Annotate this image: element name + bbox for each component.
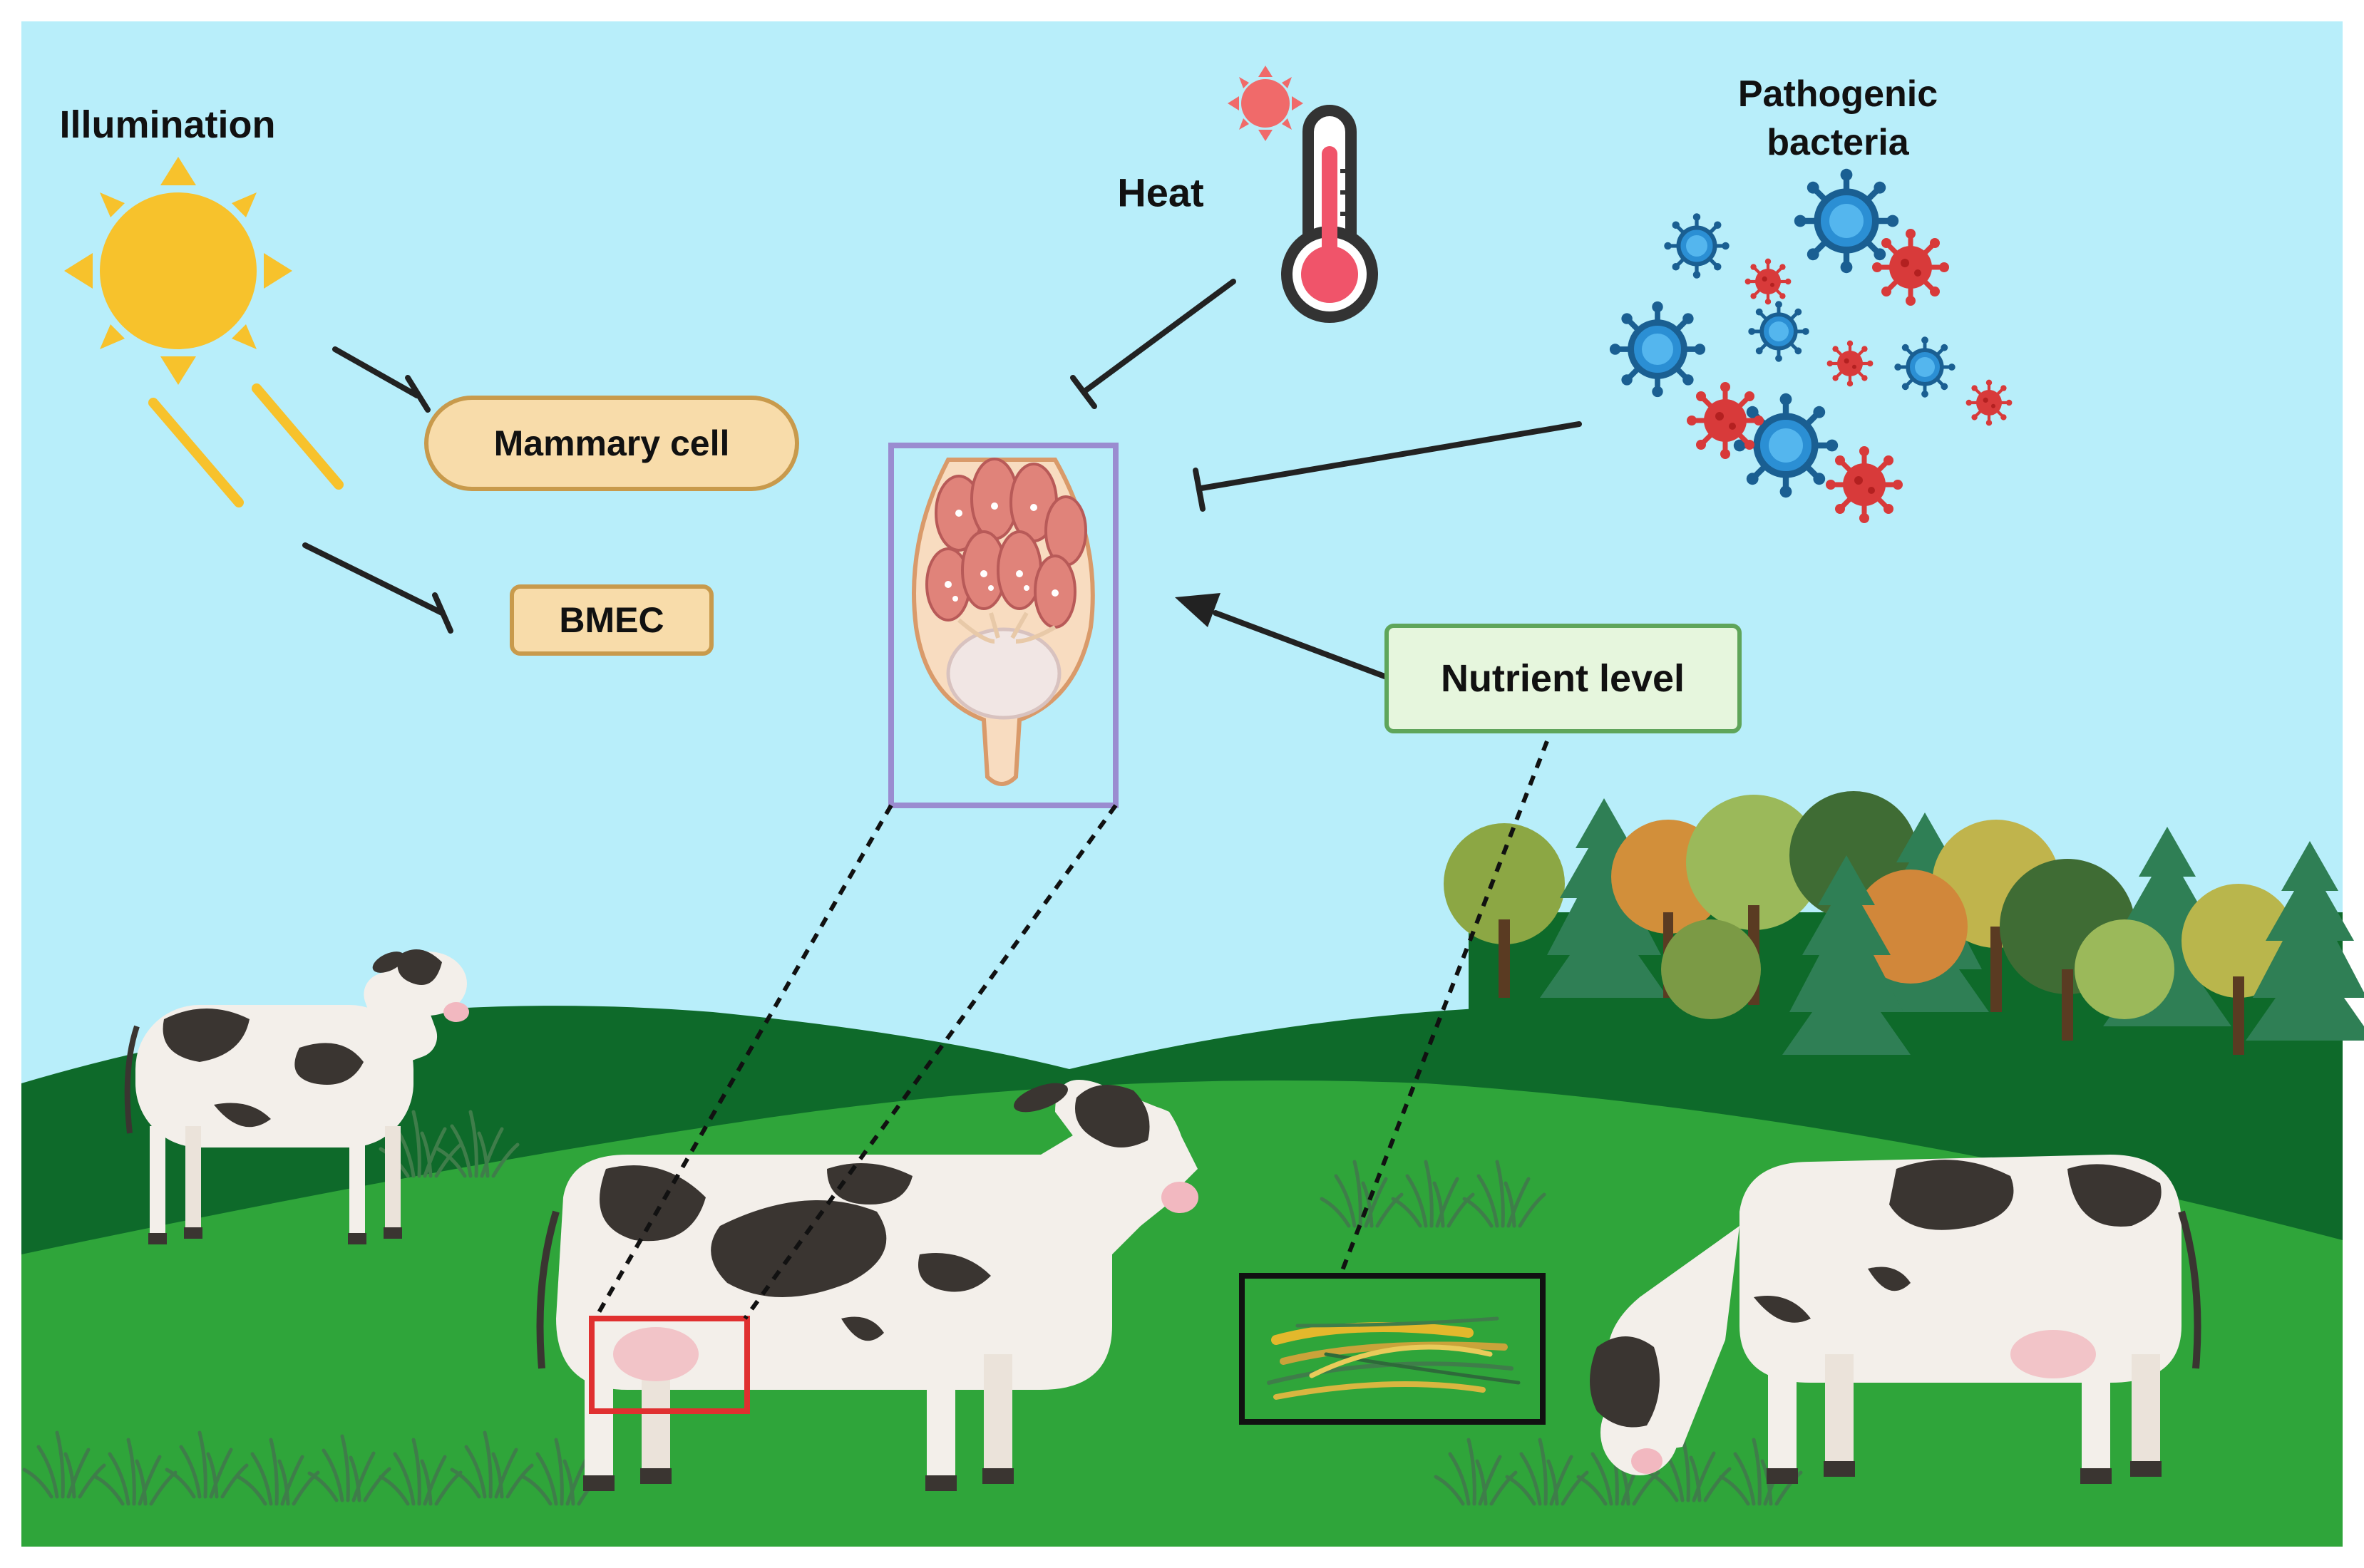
heat-inhibition-arrow: [1070, 279, 1236, 409]
mammary-gland-illustration: [888, 443, 1119, 808]
bmec-box: BMEC: [510, 584, 714, 656]
mammary-cell-box: Mammary cell: [424, 396, 799, 491]
forest: [1444, 791, 2364, 1083]
bmec-label: BMEC: [559, 600, 664, 640]
sun-icon: [64, 157, 344, 507]
grass-highlight-box: [1239, 1273, 1546, 1425]
grass-highlight: [1239, 1273, 1546, 1425]
mammary-cell-label: Mammary cell: [494, 423, 730, 463]
heat-label: Heat: [1117, 170, 1203, 215]
illumination-to-mammary-cell-inhibition: [332, 346, 431, 413]
nutrient-promotion-arrow: [1175, 593, 1389, 680]
udder-highlight-box: [589, 1316, 750, 1414]
thermometer-icon: [1228, 66, 1378, 323]
pathogenic-bacteria-label-line1: Pathogenic: [1738, 73, 1938, 115]
pathogenic-bacteria-label-line2: bacteria: [1767, 122, 1910, 163]
zoom-connectors: [593, 740, 1549, 1320]
dairy-cow-center: [536, 1080, 1198, 1491]
mammary-gland-frame: [888, 443, 1119, 808]
grazing-cow-right: [1590, 1155, 2201, 1484]
illumination-to-bmec-inhibition: [302, 542, 453, 634]
illumination-label: Illumination: [60, 103, 276, 146]
calf-illustration: [124, 949, 469, 1244]
nutrient-level-label: Nutrient level: [1441, 657, 1685, 700]
bacteria-inhibition-arrow: [1193, 421, 1582, 512]
nutrient-level-box: Nutrient level: [1384, 624, 1742, 733]
